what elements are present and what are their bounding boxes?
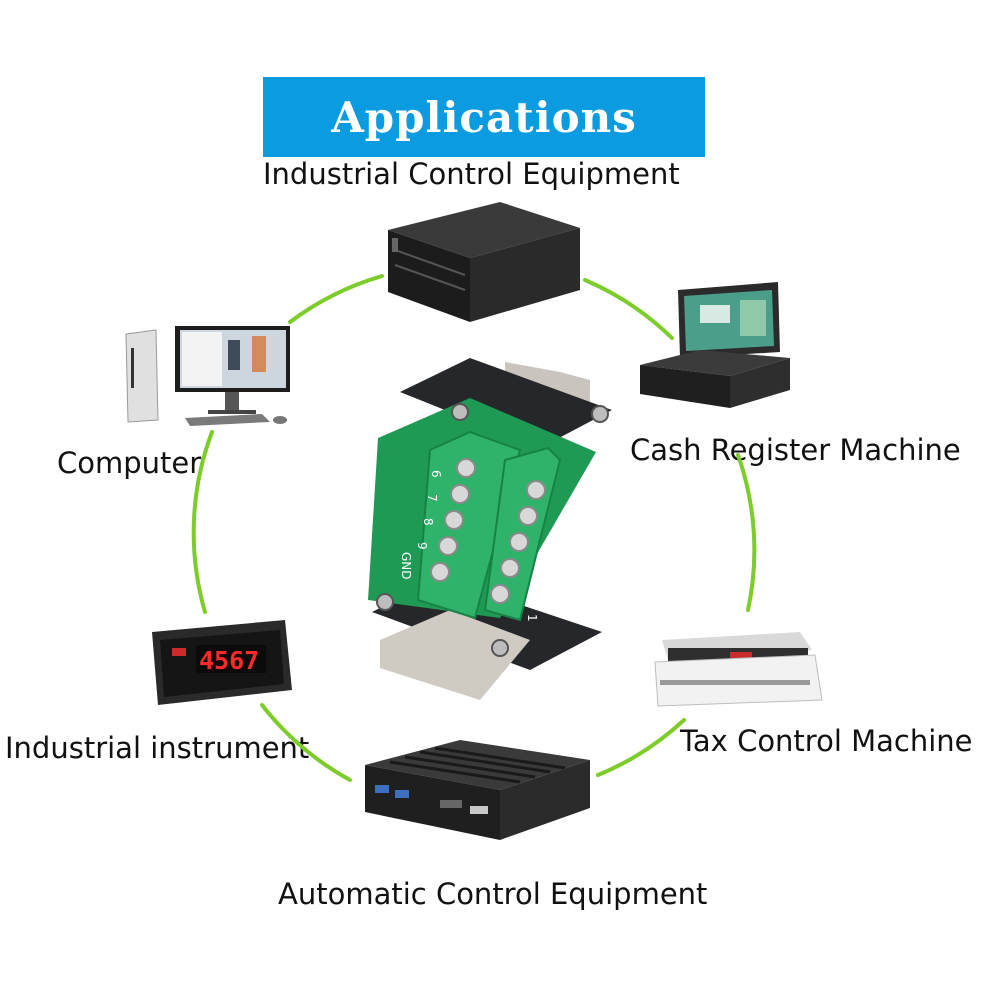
- fanless-industrial-pc-icon: [365, 740, 590, 840]
- connection-ring: [191, 274, 757, 782]
- pin-label-left-1: 7: [425, 494, 439, 502]
- dot-matrix-printer-icon: [654, 632, 823, 707]
- pin-label-right-1: 4: [551, 540, 565, 548]
- ring-arc-bottom-left: [260, 703, 352, 782]
- label-cash-register-machine: Cash Register Machine: [630, 433, 961, 467]
- server-rack-icon: [388, 202, 580, 322]
- ring-arc-left: [191, 430, 214, 614]
- db9-terminal-block-adapter-icon: 6 7 8 9 GND COM 4 3 2 1: [368, 358, 612, 700]
- ring-arc-top-left: [288, 274, 384, 324]
- pos-terminal-icon: [640, 282, 790, 408]
- ring-arc-top-right: [583, 278, 674, 340]
- pin-label-right-2: 3: [543, 566, 557, 574]
- title-banner: Applications: [263, 77, 705, 157]
- panel-meter-icon: 4567: [152, 620, 292, 705]
- label-tax-control-machine: Tax Control Machine: [680, 724, 973, 758]
- label-industrial-control-equipment: Industrial Control Equipment: [263, 157, 680, 191]
- meter-display-readout: 4567: [199, 646, 259, 675]
- pin-label-right-0: COM: [559, 508, 573, 536]
- pin-label-right-3: 2: [535, 590, 549, 598]
- ring-arc-right: [736, 453, 757, 612]
- pin-label-left-0: 6: [429, 470, 443, 478]
- desktop-computer-icon: [125, 326, 290, 426]
- page-title: Applications: [331, 92, 637, 142]
- pin-label-left-3: 9: [415, 542, 429, 550]
- ring-arc-bottom-right: [596, 718, 686, 777]
- pin-label-left-4: GND: [399, 552, 413, 580]
- label-automatic-control-equipment: Automatic Control Equipment: [278, 877, 708, 911]
- pin-label-right-4: 1: [525, 614, 539, 622]
- label-industrial-instrument: Industrial instrument: [5, 731, 310, 765]
- pin-label-left-2: 8: [421, 518, 435, 526]
- label-computer: Computer: [57, 446, 202, 480]
